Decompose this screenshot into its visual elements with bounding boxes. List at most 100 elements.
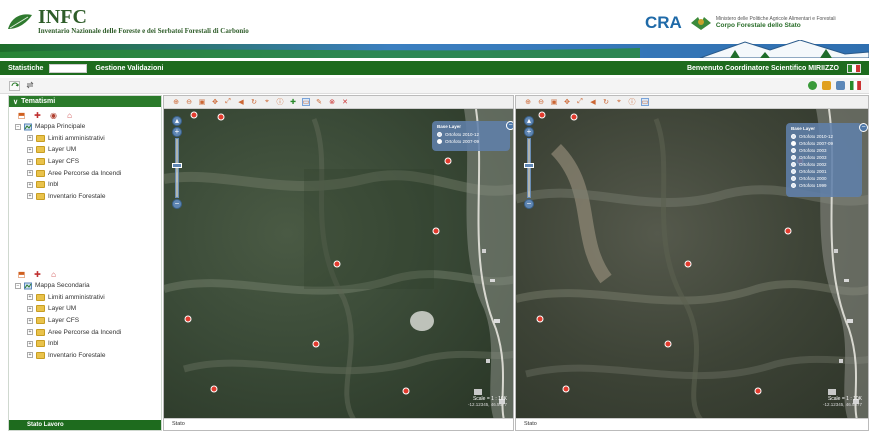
layer-style-icon[interactable]: ◉: [50, 110, 57, 120]
tree-item[interactable]: +Aree Percorse da Incendi: [15, 326, 161, 338]
tree-root-primary[interactable]: − Mappa Principale: [15, 121, 161, 133]
radio-icon[interactable]: [791, 134, 796, 139]
previous-view-icon[interactable]: ◀: [590, 99, 596, 106]
nav-gestione-validazioni[interactable]: Gestione Validazioni: [95, 64, 164, 72]
italian-flag-icon[interactable]: [850, 81, 861, 90]
tree-item[interactable]: +Layer CFS: [15, 156, 161, 168]
tree-root-secondary[interactable]: − Mappa Secondaria: [15, 280, 161, 292]
tree-toggle-icon[interactable]: −: [15, 123, 21, 130]
radio-selected-icon[interactable]: [437, 139, 442, 144]
select-tool-icon[interactable]: ✚: [290, 99, 296, 106]
draw-tool-icon[interactable]: ▭: [302, 98, 310, 106]
radio-icon[interactable]: [791, 183, 796, 188]
clear-tool-icon[interactable]: ✕: [342, 99, 348, 106]
layer-export-icon[interactable]: ⌂: [67, 110, 72, 120]
tree-item[interactable]: +Layer UM: [15, 303, 161, 315]
expand-icon[interactable]: +: [27, 158, 33, 165]
pan-north-button[interactable]: ▴: [524, 116, 534, 126]
expand-icon[interactable]: +: [27, 340, 33, 347]
pan-tool-icon[interactable]: ✥: [564, 99, 570, 106]
radio-icon[interactable]: [791, 155, 796, 160]
layer-export-icon[interactable]: ⌂: [51, 269, 56, 279]
nav-statistiche[interactable]: Statistiche: [8, 64, 44, 72]
map-sync-button[interactable]: [9, 81, 20, 91]
expand-icon[interactable]: +: [27, 317, 33, 324]
print-icon[interactable]: [822, 81, 831, 90]
base-layer-option[interactable]: Ortofoto 2007-09: [791, 140, 857, 147]
expand-icon[interactable]: +: [27, 329, 33, 336]
zoom-extent-tool-icon[interactable]: ⤢: [225, 98, 231, 105]
zoom-slider[interactable]: [172, 138, 182, 198]
zoom-box-tool-icon[interactable]: ▣: [550, 99, 558, 106]
zoom-in-tool-icon[interactable]: ⊕: [525, 99, 531, 106]
expand-icon[interactable]: +: [27, 294, 33, 301]
save-icon[interactable]: [836, 81, 845, 90]
secondary-map-view[interactable]: ▴ + − Base Layer Ortofoto 2010-12 Ortofo…: [516, 109, 868, 420]
layers-panel-header[interactable]: ∨ Tematismi: [9, 96, 161, 107]
zoom-in-tool-icon[interactable]: ⊕: [173, 99, 179, 106]
zoom-out-tool-icon[interactable]: ⊖: [186, 99, 192, 106]
layer-switcher-close-icon[interactable]: −: [506, 121, 513, 130]
zoom-out-button[interactable]: −: [524, 199, 534, 209]
tree-item[interactable]: +Inbl: [15, 179, 161, 191]
expand-icon[interactable]: +: [27, 352, 33, 359]
pan-tool-icon[interactable]: ✥: [212, 99, 218, 106]
tree-item[interactable]: +Inventario Forestale: [15, 350, 161, 362]
zoom-in-button[interactable]: +: [524, 127, 534, 137]
zoom-slider-handle[interactable]: [524, 163, 534, 168]
expand-icon[interactable]: +: [27, 146, 33, 153]
work-status-header[interactable]: Stato Lavoro: [9, 420, 161, 430]
refresh-icon[interactable]: ↻: [603, 99, 609, 106]
zoom-out-button[interactable]: −: [172, 199, 182, 209]
tree-item[interactable]: +Limiti amministrativi: [15, 133, 161, 145]
expand-icon[interactable]: +: [27, 181, 33, 188]
layer-switcher-close-icon[interactable]: −: [859, 123, 868, 132]
expand-icon[interactable]: +: [27, 170, 33, 177]
measure-tool-icon[interactable]: ⌖: [617, 98, 621, 105]
pan-north-button[interactable]: ▴: [172, 116, 182, 126]
help-icon[interactable]: [808, 81, 817, 90]
base-layer-option[interactable]: Ortofoto 2010-12: [791, 133, 857, 140]
zoom-slider-handle[interactable]: [172, 163, 182, 168]
tree-item[interactable]: +Limiti amministrativi: [15, 292, 161, 304]
zoom-extent-tool-icon[interactable]: ⤢: [577, 98, 583, 105]
measure-tool-icon[interactable]: ⌖: [265, 98, 269, 105]
tree-item[interactable]: +Layer UM: [15, 144, 161, 156]
tree-item[interactable]: +Layer CFS: [15, 315, 161, 327]
info-tool-icon[interactable]: ⓘ: [628, 99, 636, 106]
radio-icon[interactable]: [791, 148, 796, 153]
zoom-box-tool-icon[interactable]: ▣: [198, 99, 206, 106]
swap-maps-button[interactable]: [25, 81, 34, 89]
tree-item[interactable]: +Inbl: [15, 338, 161, 350]
radio-icon[interactable]: [791, 176, 796, 181]
expand-icon[interactable]: +: [27, 135, 33, 142]
base-layer-option[interactable]: Ortofoto 2002: [791, 161, 857, 168]
radio-icon[interactable]: [791, 169, 796, 174]
radio-selected-icon[interactable]: [791, 141, 796, 146]
add-layer-icon[interactable]: ⬒: [17, 110, 26, 120]
remove-layer-icon[interactable]: ✚: [34, 269, 41, 279]
tree-toggle-icon[interactable]: −: [15, 282, 21, 289]
tree-item[interactable]: +Aree Percorse da Incendi: [15, 167, 161, 179]
user-flag-icon[interactable]: [847, 63, 861, 73]
draw-tool-icon[interactable]: ▭: [641, 98, 649, 106]
zoom-in-button[interactable]: +: [172, 127, 182, 137]
edit-tool-icon[interactable]: ✎: [316, 99, 322, 106]
base-layer-option[interactable]: Ortofoto 2007-09: [437, 138, 505, 145]
radio-icon[interactable]: [437, 132, 442, 137]
zoom-slider[interactable]: [524, 138, 534, 198]
base-layer-option[interactable]: Ortofoto 1999: [791, 182, 857, 189]
base-layer-option[interactable]: Ortofoto 2001: [791, 168, 857, 175]
info-tool-icon[interactable]: ⓘ: [276, 99, 284, 106]
refresh-icon[interactable]: ↻: [251, 99, 257, 106]
infc-logo[interactable]: INFC Inventario Nazionale delle Foreste …: [6, 7, 249, 35]
base-layer-option[interactable]: Ortofoto 2010-12: [437, 131, 505, 138]
remove-layer-icon[interactable]: ✚: [34, 110, 41, 120]
expand-icon[interactable]: +: [27, 305, 33, 312]
aerial-orthophoto[interactable]: [164, 109, 513, 420]
tree-item[interactable]: +Inventario Forestale: [15, 191, 161, 203]
base-layer-option[interactable]: Ortofoto 2003: [791, 147, 857, 154]
primary-map-view[interactable]: ▴ + − Base Layer Ortofoto 2010-12 Ortofo…: [164, 109, 513, 420]
radio-icon[interactable]: [791, 162, 796, 167]
base-layer-option[interactable]: Ortofoto 2000: [791, 175, 857, 182]
